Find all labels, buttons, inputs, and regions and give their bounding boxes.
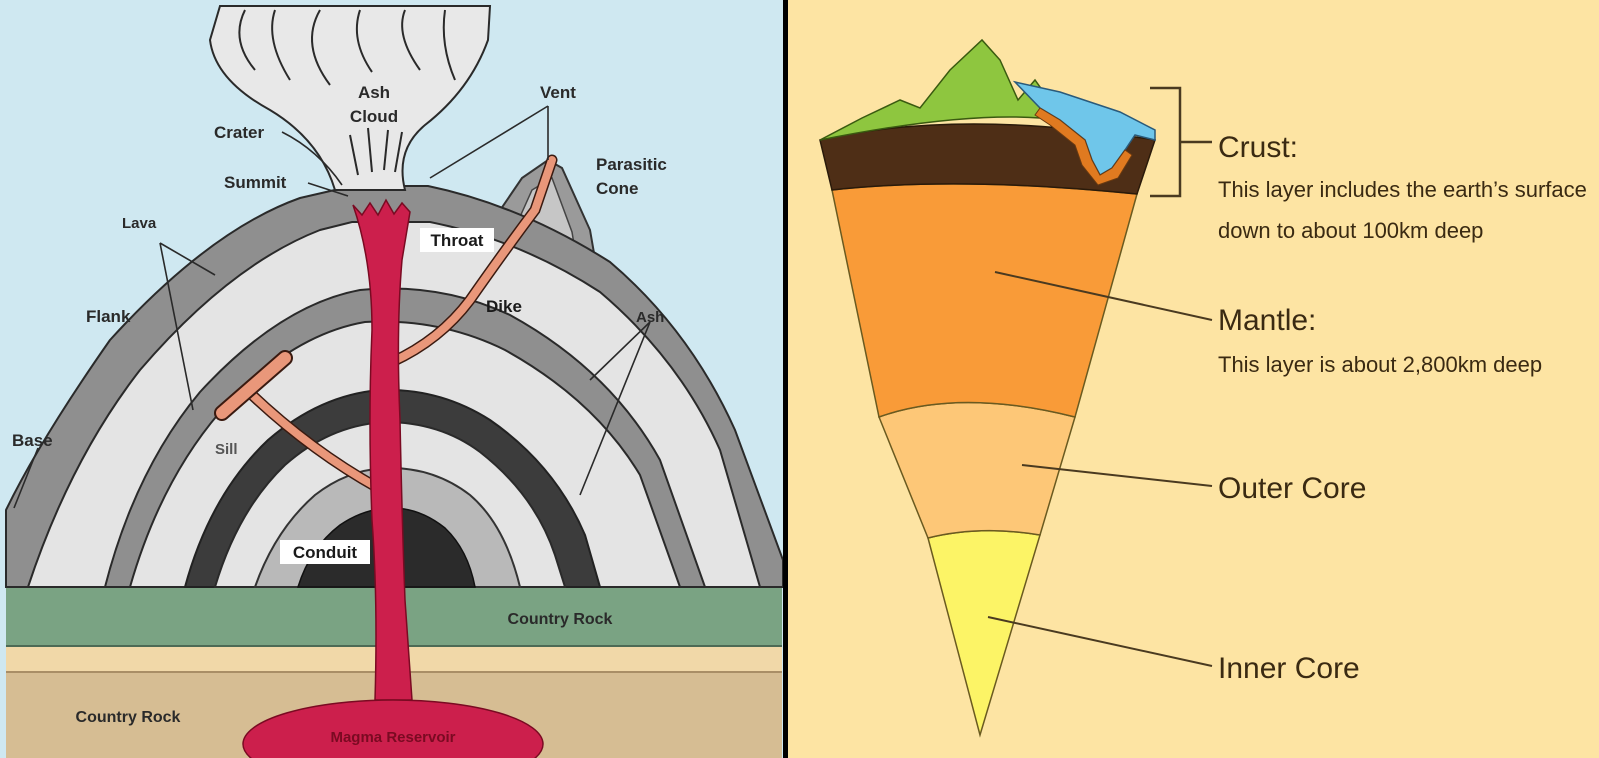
label-country-rock-bottom: Country Rock [76,709,181,726]
label-sill: Sill [215,441,238,458]
label-base: Base [12,431,53,450]
label-country-rock-green: Country Rock [508,611,613,628]
label-dike: Dike [486,297,522,316]
label-summit: Summit [224,173,287,192]
label-parasitic-cone-line1: Parasitic [596,155,667,174]
label-lava: Lava [122,215,157,232]
magma-reservoir-label: Magma Reservoir [330,729,455,746]
mantle-title: Mantle: [1218,304,1316,337]
panel-divider [783,0,788,758]
outer-core-title: Outer Core [1218,472,1366,505]
label-parasitic-cone-line2: Cone [596,179,639,198]
volcano-panel: Magma Reservoir Ash Cloud Vent Crater Su… [0,0,783,758]
crust-description-line1: This layer includes the earth’s surface [1218,177,1587,202]
label-flank: Flank [86,307,131,326]
label-ash: Ash [636,309,664,326]
label-crater: Crater [214,123,264,142]
crust-description-line2: down to about 100km deep [1218,218,1483,243]
label-throat: Throat [431,231,484,250]
crust-title: Crust: [1218,131,1298,164]
label-vent: Vent [540,83,576,102]
label-conduit: Conduit [293,543,358,562]
earth-panel: Crust: This layer includes the earth’s s… [788,0,1599,758]
inner-core-title: Inner Core [1218,652,1360,685]
label-ash-cloud-line1: Ash [358,83,390,102]
label-ash-cloud-line2: Cloud [350,107,398,126]
mantle-description-line1: This layer is about 2,800km deep [1218,352,1542,377]
